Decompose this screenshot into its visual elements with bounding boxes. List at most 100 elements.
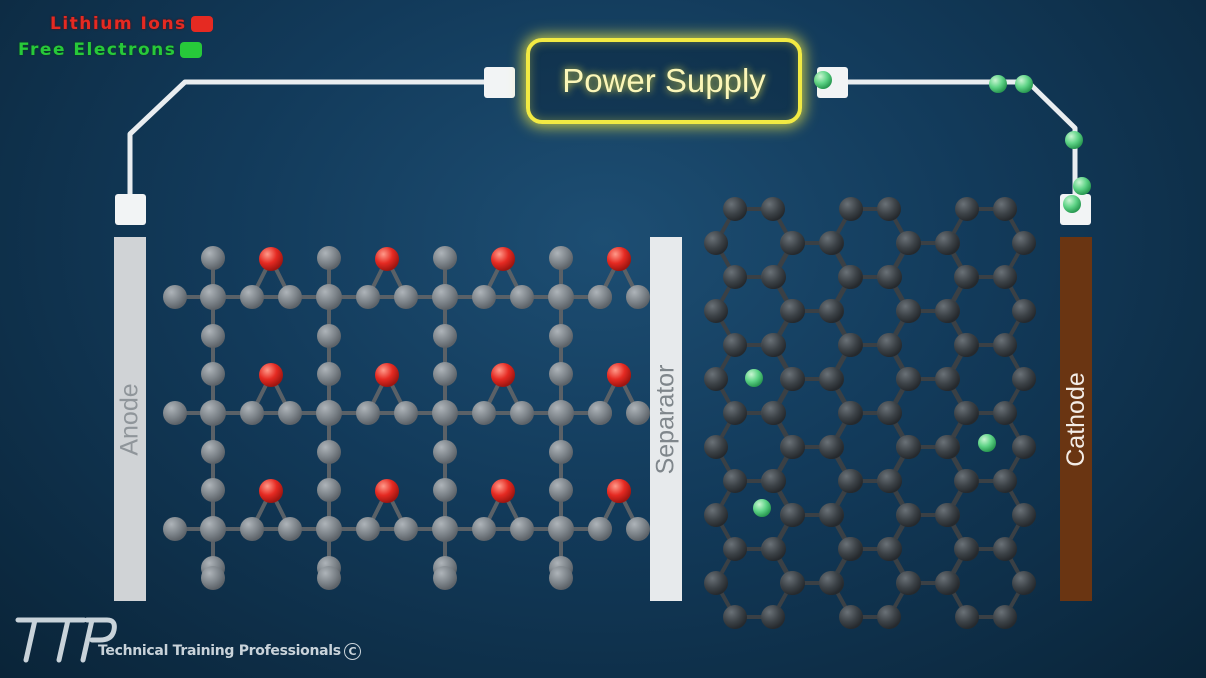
anode-atom <box>200 284 226 310</box>
free-electron <box>978 434 996 452</box>
anode-atom <box>433 440 457 464</box>
cathode-atom <box>781 503 805 527</box>
circuit-wire <box>127 79 1078 198</box>
anode-atom <box>163 401 187 425</box>
anode-atom <box>201 478 225 502</box>
anode-atom <box>317 566 341 590</box>
cathode-atom <box>839 197 863 221</box>
cathode-atom <box>1012 435 1036 459</box>
anode-atom <box>432 516 458 542</box>
cathode-plate: Cathode <box>1060 237 1092 601</box>
cathode-atom <box>781 571 805 595</box>
cathode-atom <box>819 367 843 391</box>
cathode-atom <box>723 605 747 629</box>
anode-atom <box>356 401 380 425</box>
anode-graphite-lattice <box>163 246 650 590</box>
terminal-2 <box>115 194 146 225</box>
wire-left <box>127 79 498 198</box>
free-electron <box>1063 195 1081 213</box>
cathode-hexagonal-lattice <box>704 197 1036 629</box>
anode-atom <box>356 285 380 309</box>
anode-atom <box>201 566 225 590</box>
anode-atom <box>626 517 650 541</box>
lithium-ion <box>491 363 515 387</box>
anode-atom <box>200 516 226 542</box>
anode-atom <box>626 401 650 425</box>
anode-atom <box>316 516 342 542</box>
anode-atom <box>588 517 612 541</box>
anode-atom <box>433 478 457 502</box>
free-electron <box>989 75 1007 93</box>
legend-free-electrons: Free Electrons <box>18 39 203 61</box>
cathode-atom <box>819 299 843 323</box>
cathode-atom <box>877 605 901 629</box>
legend-lithium-ions: Lithium Ions <box>50 13 213 35</box>
cathode-atom <box>993 605 1017 629</box>
free-electron <box>1065 131 1083 149</box>
anode-atom <box>588 285 612 309</box>
cathode-atom <box>993 197 1017 221</box>
cathode-atom <box>993 537 1017 561</box>
cathode-atom <box>897 367 921 391</box>
anode-atom <box>240 285 264 309</box>
anode-atom <box>240 401 264 425</box>
anode-atom <box>163 517 187 541</box>
cathode-atom <box>723 469 747 493</box>
lithium-ion <box>259 363 283 387</box>
power-supply-label: Power Supply <box>562 62 766 99</box>
cathode-atom <box>704 571 728 595</box>
anode-atom <box>472 285 496 309</box>
lithium-ion <box>259 247 283 271</box>
lithium-ion <box>375 479 399 503</box>
cathode-atom <box>838 537 862 561</box>
copyright-icon: C <box>343 643 361 660</box>
cathode-atom <box>723 197 747 221</box>
legend-lithium-ions-label: Lithium Ions <box>50 14 187 34</box>
lithium-ion <box>375 247 399 271</box>
cathode-atom <box>935 367 959 391</box>
anode-atom <box>549 478 573 502</box>
anode-atom <box>433 566 457 590</box>
anode-atom <box>200 400 226 426</box>
cathode-atom <box>954 469 978 493</box>
free-electron <box>745 369 763 387</box>
cathode-atom <box>838 401 862 425</box>
cathode-atom <box>761 197 785 221</box>
cathode-atom <box>878 537 902 561</box>
cathode-atom <box>897 571 921 595</box>
anode-plate: Anode <box>114 237 146 601</box>
anode-atom <box>432 400 458 426</box>
cathode-atoms <box>704 197 1036 629</box>
anode-atom <box>626 285 650 309</box>
anode-atom <box>317 324 341 348</box>
lithium-ion <box>491 247 515 271</box>
cathode-atom <box>1012 367 1036 391</box>
cathode-atom <box>762 265 786 289</box>
cathode-atom <box>935 503 959 527</box>
cathode-atom <box>838 469 862 493</box>
cathode-atom <box>781 367 805 391</box>
legend-lithium-ions-swatch <box>190 16 213 32</box>
anode-atom <box>549 324 573 348</box>
anode-atom <box>278 285 302 309</box>
ttp-logo-icon <box>15 617 117 663</box>
cathode-atom <box>819 435 843 459</box>
anode-atom <box>317 478 341 502</box>
anode-atom <box>548 400 574 426</box>
cathode-atom <box>935 299 959 323</box>
cathode-atom <box>781 299 805 323</box>
anode-atom <box>433 362 457 386</box>
anode-atom <box>316 284 342 310</box>
wire-right <box>832 79 1078 198</box>
anode-atom <box>510 517 534 541</box>
anode-atom <box>549 362 573 386</box>
anode-atom <box>549 566 573 590</box>
anode-atom <box>163 285 187 309</box>
lithium-ion <box>491 479 515 503</box>
anode-atom <box>432 284 458 310</box>
free-electron <box>753 499 771 517</box>
cathode-atom <box>819 571 843 595</box>
free-electron <box>1015 75 1033 93</box>
